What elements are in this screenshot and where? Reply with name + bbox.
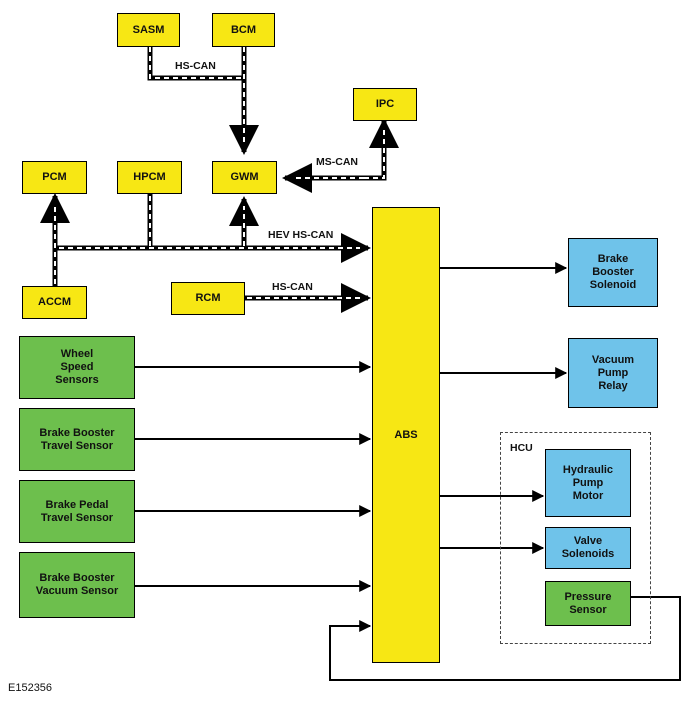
pressure-sensor: Pressure Sensor: [545, 581, 631, 626]
module-bcm: BCM: [212, 13, 275, 47]
brake-booster-vacuum-sensor: Brake Booster Vacuum Sensor: [19, 552, 135, 618]
hs-can-rcm-label: HS-CAN: [272, 281, 313, 293]
wheel-speed-sensors: Wheel Speed Sensors: [19, 336, 135, 399]
brake-pedal-travel-sensor: Brake Pedal Travel Sensor: [19, 480, 135, 543]
signal-lines: [135, 262, 681, 681]
hcu-group: [500, 432, 651, 644]
module-abs: ABS: [372, 207, 440, 663]
module-sasm: SASM: [117, 13, 180, 47]
module-rcm: RCM: [171, 282, 245, 315]
figure-id: E152356: [8, 682, 53, 694]
ms-can-label: MS-CAN: [316, 156, 358, 168]
module-accm: ACCM: [22, 286, 87, 319]
can-bus-lines: [40, 47, 399, 313]
brake-booster-solenoid: Brake Booster Solenoid: [568, 238, 658, 307]
hs-can-top-label: HS-CAN: [175, 60, 216, 72]
module-ipc: IPC: [353, 88, 417, 121]
module-hpcm: HPCM: [117, 161, 182, 194]
valve-solenoids: Valve Solenoids: [545, 527, 631, 569]
hcu-label: HCU: [510, 442, 533, 454]
module-gwm: GWM: [212, 161, 277, 194]
brake-booster-travel-sensor: Brake Booster Travel Sensor: [19, 408, 135, 471]
hydraulic-pump-motor: Hydraulic Pump Motor: [545, 449, 631, 517]
module-pcm: PCM: [22, 161, 87, 194]
vacuum-pump-relay: Vacuum Pump Relay: [568, 338, 658, 408]
hev-hs-can-label: HEV HS-CAN: [268, 229, 334, 241]
